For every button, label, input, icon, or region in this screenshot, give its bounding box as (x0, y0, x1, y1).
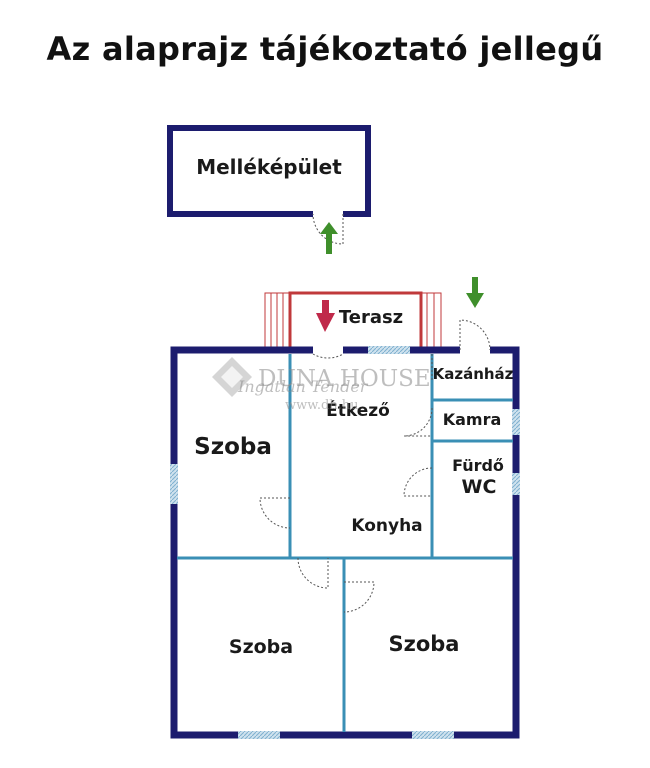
outbuilding: Melléképület (167, 125, 371, 245)
room-2-label: Szoba (229, 636, 293, 658)
side-door-gap (460, 346, 490, 354)
window-right-pantry (512, 409, 520, 435)
watermark-brand: DUNA HOUSE (258, 366, 431, 392)
inner-doors (259, 352, 433, 613)
window-top (368, 346, 410, 354)
watermark: DUNA HOUSE Ingatlan Tender www.dh.hu (212, 357, 431, 413)
duna-house-logo-icon (212, 357, 252, 397)
dining-label: Étkező (326, 399, 390, 421)
terrace-door-swing (312, 353, 344, 359)
terrace-door-gap (313, 346, 343, 354)
inner-walls (177, 354, 513, 732)
wc-label: WC (462, 476, 497, 498)
outbuilding-label: Melléképület (196, 155, 342, 179)
room-1-label: Szoba (194, 434, 272, 460)
page-title: Az alaprajz tájékoztató jellegű (46, 30, 604, 68)
window-left (170, 464, 178, 504)
pantry-label: Kamra (443, 410, 502, 429)
outbuilding-door-gap (313, 210, 343, 219)
terrace-label: Terasz (339, 307, 403, 328)
watermark-url: www.dh.hu (285, 398, 359, 413)
terrace: Terasz (264, 291, 442, 351)
window-bottom-left (238, 731, 280, 739)
room-3-label: Szoba (389, 632, 460, 656)
boiler-room-label: Kazánház (433, 365, 514, 383)
side-door-swing (459, 319, 491, 351)
bathroom-label: Fürdő (452, 456, 504, 475)
watermark-overlay: Ingatlan Tender (237, 377, 369, 396)
red-arrow-down-icon (316, 300, 335, 332)
outbuilding-wall (167, 125, 371, 217)
window-right-bath (512, 473, 520, 495)
kitchen-label: Konyha (351, 516, 422, 536)
house-outer-wall (170, 346, 520, 739)
green-arrow-up-icon (320, 222, 338, 254)
green-arrow-down-icon (466, 277, 484, 308)
window-bottom-right (412, 731, 454, 739)
